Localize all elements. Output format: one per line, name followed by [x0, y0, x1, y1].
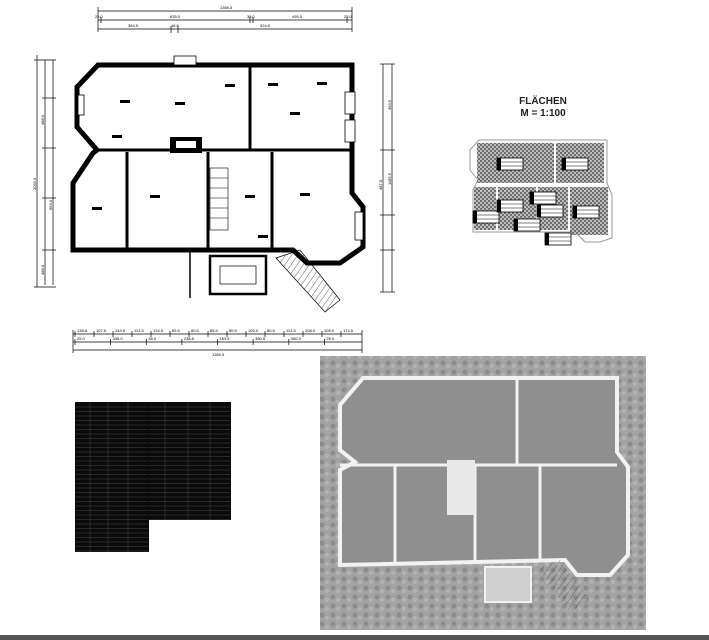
dim-label: 488.0 [40, 114, 45, 125]
area-tag [536, 204, 564, 218]
left-dimension-chain [34, 55, 56, 288]
dim-label: 105.0 [248, 328, 259, 333]
dim-label: 143.5 [115, 328, 126, 333]
dim-label: 105.0 [324, 328, 335, 333]
dim-label: 46.5 [171, 23, 180, 28]
dim-label: 113.5 [286, 328, 296, 333]
dim-overall-top: 1369.5 [220, 5, 233, 10]
aerial-photo-overlay [320, 356, 646, 630]
dim-label: 350.5 [255, 336, 266, 341]
dim-label: 113.5 [134, 328, 144, 333]
dim-label: 80.5 [267, 328, 276, 333]
dim-overall-bottom: 1369.5 [212, 352, 225, 357]
dim-label: 163.5 [220, 336, 231, 341]
dim-label: 208.0 [305, 328, 316, 333]
dim-label: 25.0 [344, 14, 353, 19]
area-tag [513, 218, 541, 232]
bottom-bar [0, 635, 709, 640]
room-labels [92, 82, 327, 238]
area-tag [561, 157, 589, 171]
dim-label: 25.0 [95, 14, 104, 19]
dim-label: 134.5 [153, 328, 164, 333]
dim-label: 1185.5 [387, 172, 392, 185]
areas-title: FLÄCHEN [519, 94, 567, 107]
area-table [75, 402, 231, 552]
area-label-tags [472, 157, 600, 246]
dim-label: 663.0 [48, 199, 53, 210]
area-tag [496, 157, 524, 171]
dim-label: 450.0 [291, 336, 302, 341]
interior-walls [95, 65, 352, 250]
dim-label: 835.0 [170, 14, 181, 19]
dim-label: 174.5 [343, 328, 354, 333]
areas-plan [469, 139, 613, 243]
entrance-step [219, 265, 257, 285]
exterior-stairs [275, 249, 341, 313]
dim-label: 85.5 [172, 328, 181, 333]
dim-label: 1093.0 [32, 177, 37, 190]
fireplace-opening [176, 141, 196, 148]
dim-label: 495.5 [292, 14, 303, 19]
dim-label: 38.0 [247, 14, 256, 19]
dim-label: 487.0 [378, 179, 383, 190]
dim-label: 107.5 [96, 328, 107, 333]
dim-label: 38.0 [148, 336, 157, 341]
dim-label: 238.8 [184, 336, 195, 341]
exterior-walls [70, 62, 366, 266]
dim-label: 80.5 [191, 328, 200, 333]
area-tag [496, 199, 524, 213]
floor-plan [70, 55, 366, 313]
dim-label: 25.0 [326, 336, 335, 341]
windows [77, 55, 364, 241]
dim-label: 488.0 [40, 264, 45, 275]
right-dimension-chain [380, 63, 395, 293]
entrance-vestibule [208, 254, 268, 296]
stair-inner [209, 167, 229, 231]
dim-label: 384.5 [128, 23, 139, 28]
areas-scale: M = 1:100 [520, 108, 566, 119]
dim-label: 138.8 [77, 328, 88, 333]
area-tag [472, 210, 500, 224]
dim-label: 80.5 [229, 328, 238, 333]
area-tag [544, 232, 572, 246]
dim-label: 85.5 [210, 328, 219, 333]
bottom-dim-row2: 25.0 345.0 38.0 238.8 163.5 350.5 450.0 25.0 [74, 336, 335, 345]
area-tag [529, 191, 557, 205]
top-dimension-chain [97, 7, 353, 33]
dim-label: 25.0 [77, 336, 86, 341]
dim-label: 924.0 [260, 23, 271, 28]
bottom-dim-row1: 138.8 107.5 143.5 113.5 134.5 85.5 80.5 85.5 80.… [74, 328, 354, 337]
dim-label: 345.0 [113, 336, 124, 341]
dim-label: 493.5 [387, 99, 392, 110]
area-tag [572, 205, 600, 219]
